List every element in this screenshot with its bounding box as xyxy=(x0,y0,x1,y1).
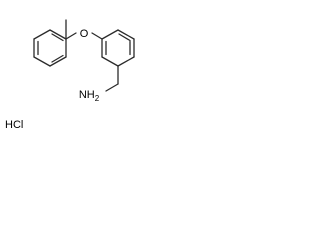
ring-a-double xyxy=(51,54,64,63)
bond-lines xyxy=(33,19,135,92)
ring-a-bond xyxy=(33,29,51,40)
amine-label: NH2 xyxy=(79,89,100,103)
ring-b-double xyxy=(118,33,131,42)
ether-bond-left xyxy=(65,32,77,40)
ring-b-bond xyxy=(117,56,135,67)
ring-b-bond xyxy=(101,56,119,67)
ring-a-bond xyxy=(33,56,51,67)
amine-n-label: NH xyxy=(79,89,95,101)
atom-labels: O NH2 HCl xyxy=(5,28,100,131)
ether-bond-right xyxy=(91,32,103,40)
structure-drawing: O NH2 HCl xyxy=(5,19,135,131)
salt-label: HCl xyxy=(5,119,23,131)
ring-b-bond xyxy=(117,29,135,40)
ch2-n-bond xyxy=(105,83,119,92)
ring-a-bond xyxy=(49,56,67,67)
ring-a-double xyxy=(51,33,64,42)
oxygen-label: O xyxy=(80,28,89,40)
amine-h-subscript: 2 xyxy=(95,94,100,103)
ring-b-bond xyxy=(101,29,119,40)
ring-a-bond xyxy=(49,29,67,40)
